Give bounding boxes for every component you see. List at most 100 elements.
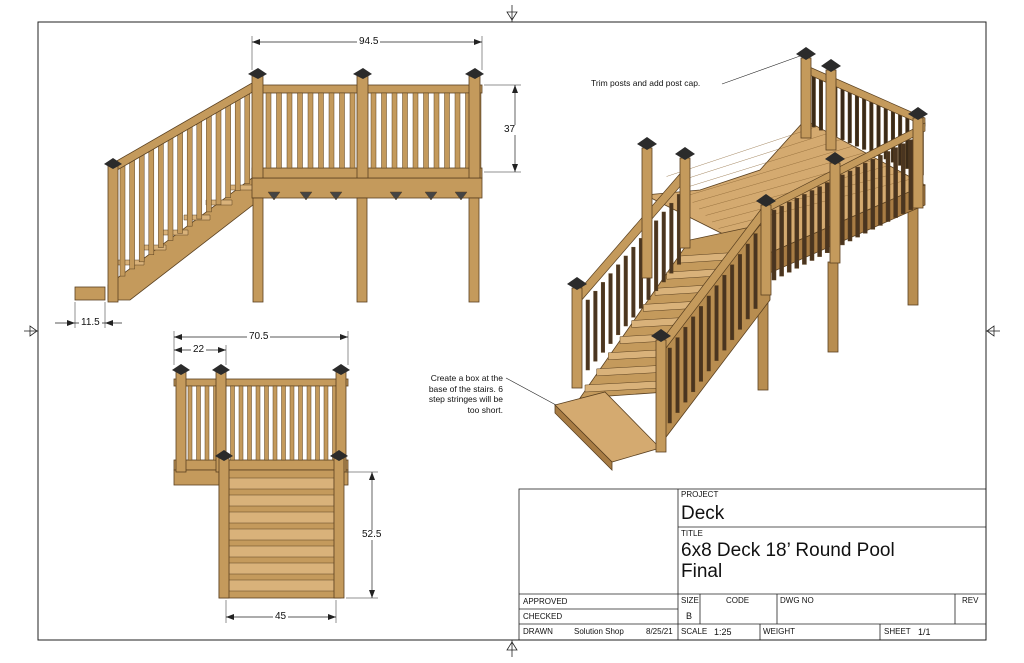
- baluster: [885, 151, 891, 222]
- baluster: [824, 182, 830, 253]
- deck-board-line: [666, 126, 818, 177]
- baluster: [298, 385, 303, 461]
- stair-baluster: [669, 202, 674, 274]
- center-mark-top: [506, 5, 518, 22]
- scale-label: SCALE: [681, 627, 708, 636]
- stair-baluster: [745, 243, 750, 320]
- baluster: [276, 92, 282, 169]
- baluster: [869, 97, 874, 153]
- stair-tread: [161, 229, 189, 236]
- size-label: SIZE: [681, 596, 699, 605]
- stair-baluster: [661, 211, 666, 283]
- baluster: [433, 92, 440, 169]
- stair-baluster: [593, 290, 598, 362]
- center-mark-right: [986, 325, 1000, 337]
- joist-bracket: [424, 191, 438, 201]
- joist-bracket: [389, 191, 403, 201]
- stair-baluster: [585, 299, 590, 371]
- dimension-box-depth: 11.5: [79, 317, 102, 328]
- stair-baluster: [167, 135, 174, 241]
- isometric-view-drawing: [505, 47, 928, 471]
- baluster: [840, 174, 845, 246]
- stair-baluster: [177, 129, 183, 234]
- note-stair-box: Create a box at the base of the stairs. …: [405, 373, 503, 416]
- baluster: [811, 71, 816, 128]
- baluster: [900, 143, 906, 214]
- title-label: TITLE: [681, 529, 703, 538]
- stair-baluster: [706, 295, 711, 372]
- drawn-date: 8/25/21: [646, 627, 673, 636]
- baluster: [281, 385, 286, 461]
- baluster: [264, 385, 269, 461]
- joist-bracket: [454, 191, 468, 201]
- stair-tread: [228, 528, 335, 541]
- checked-label: CHECKED: [523, 612, 563, 621]
- baluster: [423, 92, 429, 169]
- dimension-stair-height: 52.5: [360, 529, 384, 540]
- weight-label: WEIGHT: [763, 627, 795, 636]
- note-stair-box-line: base of the stairs. 6: [428, 383, 503, 394]
- deck-board-line: [679, 139, 842, 190]
- stair-baluster: [158, 140, 164, 248]
- note-stair-box-line: Create a box at the: [430, 373, 503, 383]
- baluster: [402, 92, 408, 169]
- front-view-balusters: [187, 385, 346, 461]
- baluster: [272, 385, 278, 461]
- stair-baluster: [722, 274, 727, 351]
- baluster: [187, 385, 193, 461]
- stair-baluster: [730, 264, 735, 341]
- baluster: [802, 194, 807, 265]
- note-post-cap: Trim posts and add post cap.: [591, 78, 701, 88]
- drawn-by: Solution Shop: [574, 627, 624, 636]
- baluster: [286, 92, 293, 169]
- side-view-balusters: [265, 92, 482, 169]
- dimension-rail-height: 37: [502, 124, 518, 135]
- stair-baluster: [698, 306, 703, 382]
- center-mark-bottom: [506, 640, 518, 657]
- deck-board-line: [672, 132, 830, 184]
- baluster: [809, 190, 815, 261]
- baluster: [318, 92, 324, 169]
- baluster: [247, 385, 252, 461]
- baluster: [855, 166, 860, 238]
- baluster: [817, 186, 822, 257]
- stair-tread: [228, 477, 335, 490]
- front-view-drawing: [172, 331, 378, 623]
- baluster: [779, 205, 784, 277]
- side-view-drawing: [55, 36, 521, 328]
- stair-baluster: [608, 273, 613, 344]
- project-label: PROJECT: [681, 490, 719, 499]
- baluster: [204, 385, 210, 461]
- stair-baluster: [196, 118, 203, 220]
- baluster: [238, 385, 244, 461]
- note-stair-box-line: too short.: [467, 404, 503, 415]
- isometric-stair-balusters: [585, 194, 758, 424]
- joist-bracket: [329, 191, 343, 201]
- baluster: [306, 385, 312, 461]
- stair-baluster: [714, 285, 719, 361]
- front-view-treads: [228, 477, 335, 592]
- stair-tread: [228, 579, 335, 592]
- stair-baluster: [675, 337, 680, 413]
- baluster: [328, 92, 335, 169]
- stair-baluster: [600, 282, 605, 353]
- dimension-top-width: 94.5: [357, 36, 381, 47]
- baluster: [454, 92, 461, 169]
- note-stair-box-line: step stringes will be: [428, 394, 503, 405]
- stair-baluster: [683, 326, 688, 403]
- stair-baluster: [631, 246, 636, 318]
- project-name: Deck: [681, 503, 725, 524]
- stair-baluster: [616, 264, 621, 336]
- baluster: [230, 385, 235, 461]
- baluster: [289, 385, 295, 461]
- baluster: [196, 385, 201, 461]
- baluster: [381, 92, 387, 169]
- baluster: [370, 92, 377, 169]
- stair-baluster: [129, 157, 135, 270]
- stair-tread: [228, 545, 335, 558]
- stair-baluster: [244, 90, 251, 184]
- baluster: [893, 147, 898, 218]
- baluster: [771, 209, 777, 281]
- stair-baluster: [119, 162, 126, 277]
- stair-baluster: [215, 107, 222, 206]
